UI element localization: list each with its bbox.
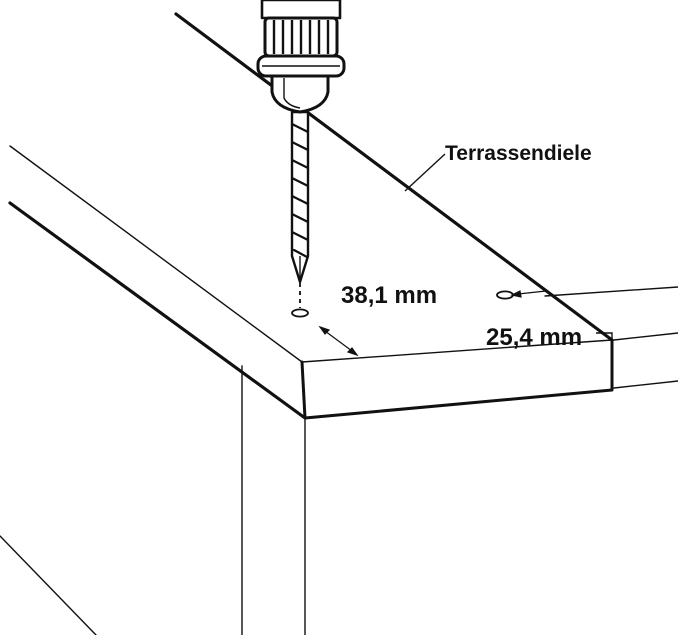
deck-board-back-edge <box>174 12 614 342</box>
deck-board-end-top-edge <box>301 339 613 363</box>
drill-chuck <box>256 0 346 114</box>
edge-distance-label: 25,4 mm <box>486 324 582 351</box>
deck-board-front-top-edge <box>9 145 303 363</box>
board-label-leader <box>404 153 446 192</box>
deck-board-end-face <box>300 338 614 420</box>
deck-board-top-surface <box>10 14 612 362</box>
pilot-hole-front <box>291 308 309 318</box>
deck-board <box>8 12 614 420</box>
deck-board-front-bottom-edge <box>8 201 307 420</box>
dimension-arrow-spacing <box>318 325 359 357</box>
board-label: Terrassendiele <box>445 142 592 165</box>
spacing-dimension-label: 38,1 mm <box>341 282 437 309</box>
dimension-arrow-edge <box>510 290 547 298</box>
support-frame <box>0 365 306 635</box>
adjacent-board <box>544 286 678 389</box>
edge-label-leader <box>596 332 613 342</box>
drill-bit <box>290 110 310 284</box>
